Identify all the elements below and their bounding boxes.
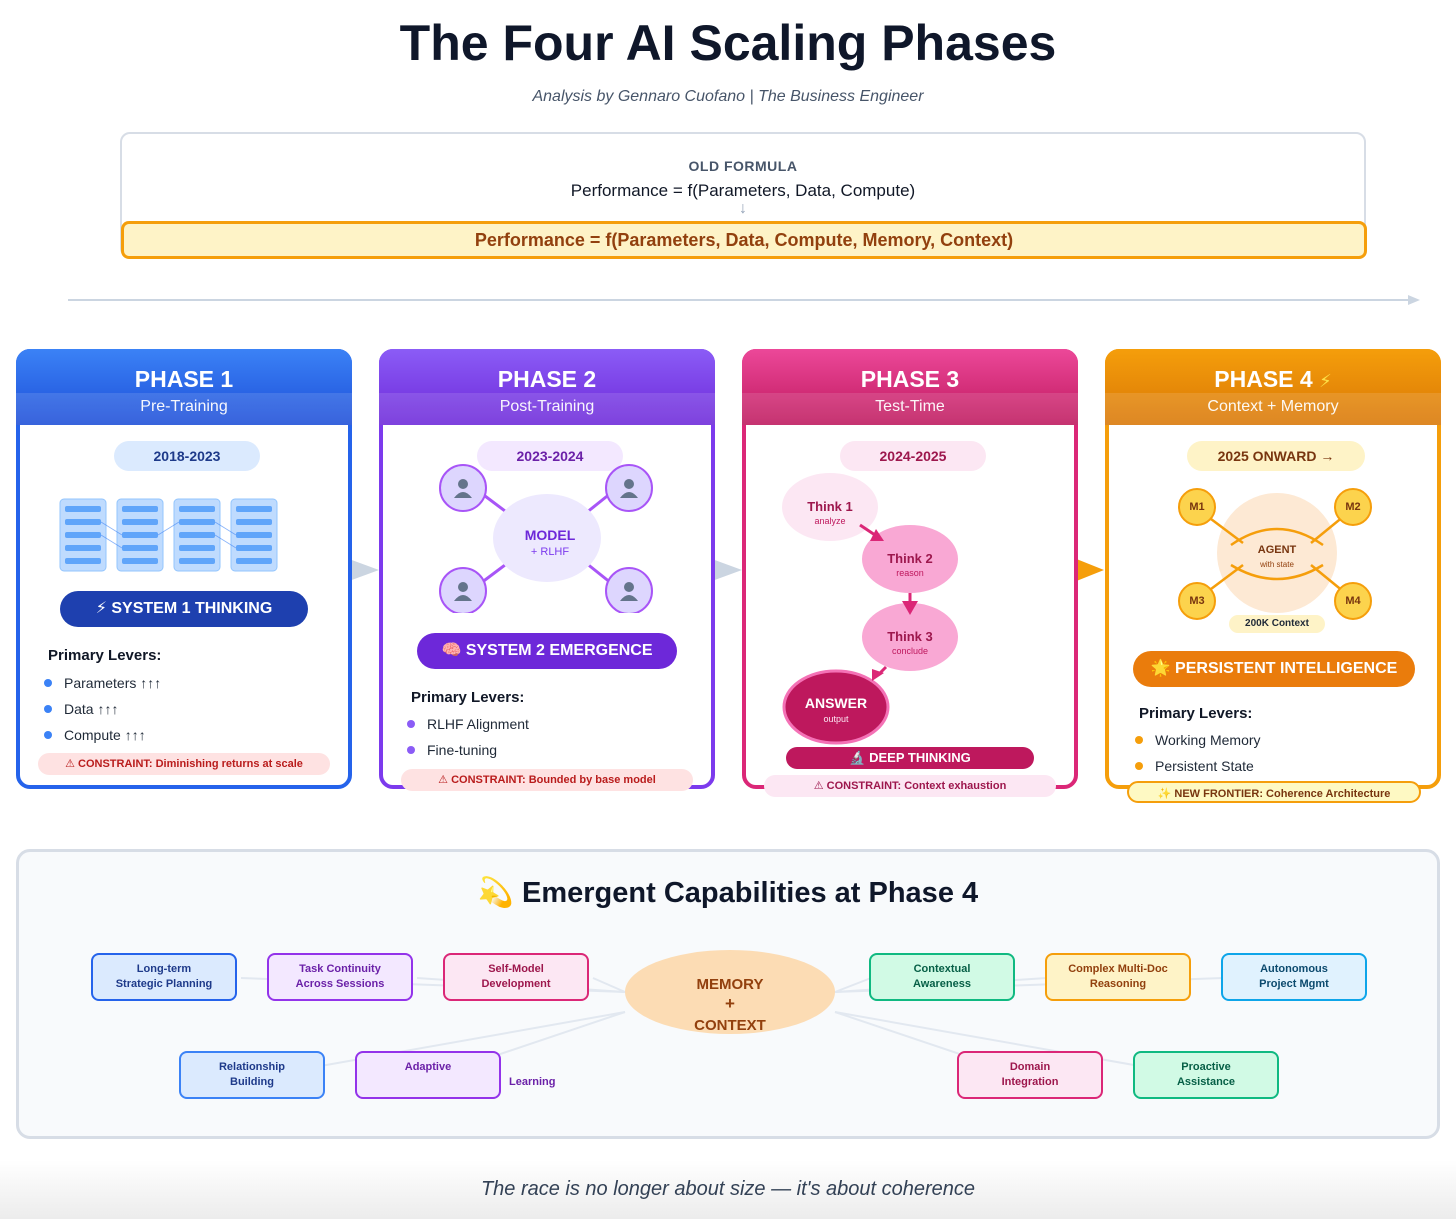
user-icon <box>452 477 474 499</box>
phase-1-card: PHASE 1 Pre-Training 2018-2023 ⚡ SYSTEM … <box>16 349 352 789</box>
connector-arrow-1 <box>349 559 379 581</box>
phase-4-header: PHASE 4 ⚡ Context + Memory <box>1105 349 1441 425</box>
sparkle-icon: 💫 <box>477 877 514 909</box>
new-formula: Performance = f(Parameters, Data, Comput… <box>121 221 1367 259</box>
capability-box: Adaptive <box>355 1051 501 1099</box>
think-step-sub: analyze <box>814 516 846 526</box>
phase-1-era: 2018-2023 <box>114 441 260 471</box>
memory-node: M4 <box>1345 595 1361 607</box>
memory-node: M3 <box>1189 595 1205 607</box>
phase-3-subtitle: Test-Time <box>875 398 945 415</box>
phase-3-constraint: ⚠ CONSTRAINT: Context exhaustion <box>764 775 1056 797</box>
agent-memory-diagram <box>1178 488 1372 620</box>
context-window-badge: 200K Context <box>1229 615 1325 633</box>
capability-box: Complex Multi-Doc Reasoning <box>1045 953 1191 1001</box>
phase-4-card: PHASE 4 ⚡ Context + Memory 2025 ONWARD →… <box>1105 349 1441 803</box>
phase-1-lever: Parameters ↑↑↑ <box>44 675 161 691</box>
capability-overflow-text: Learning <box>509 1076 556 1088</box>
capability-box: Contextual Awareness <box>869 953 1015 1001</box>
capability-box: Long-term Strategic Planning <box>91 953 237 1001</box>
formula-box: OLD FORMULA Performance = f(Parameters, … <box>120 132 1367 259</box>
phase-4-lever: Working Memory <box>1135 732 1261 748</box>
timeline-arrow <box>68 295 1420 305</box>
think-step-label: Think 2 <box>887 551 933 566</box>
phase-4-pill: 🌟 PERSISTENT INTELLIGENCE <box>1133 651 1415 687</box>
reasoning-chain <box>782 473 958 745</box>
memory-context-hub: MEMORY + CONTEXT <box>625 950 835 1034</box>
rlhf-diagram <box>439 464 653 613</box>
phase-4-era: 2025 ONWARD → <box>1187 441 1365 471</box>
capability-box: Autonomous Project Mgmt <box>1221 953 1367 1001</box>
connector-arrow-2 <box>712 559 742 581</box>
phase-2-pill: 🧠 SYSTEM 2 EMERGENCE <box>417 633 677 669</box>
footer-band <box>0 1160 1456 1219</box>
phase-2-era: 2023-2024 <box>477 441 623 471</box>
phase-2-lever: RLHF Alignment <box>407 716 529 732</box>
capability-box: Proactive Assistance <box>1133 1051 1279 1099</box>
answer-sub: output <box>823 714 849 724</box>
model-label: MODEL <box>524 527 576 543</box>
phase-1-header: PHASE 1 Pre-Training <box>16 349 352 425</box>
think-step-label: Think 1 <box>807 499 853 514</box>
hub-line: MEMORY <box>696 976 764 993</box>
capability-box: Self-Model Development <box>443 953 589 1001</box>
phase-2-header: PHASE 2 Post-Training <box>379 349 715 425</box>
phase-1-lever: Data ↑↑↑ <box>44 701 118 717</box>
user-icon <box>618 477 640 499</box>
memory-node: M2 <box>1345 501 1361 513</box>
phase-4-subtitle: Context + Memory <box>1207 398 1339 415</box>
model-sublabel: + RLHF <box>530 546 570 558</box>
capability-box: Task Continuity Across Sessions <box>267 953 413 1001</box>
phase-2-constraint: ⚠ CONSTRAINT: Bounded by base model <box>401 769 693 791</box>
phase-1-subtitle: Pre-Training <box>140 398 228 415</box>
emergent-title: 💫 Emergent Capabilities at Phase 4 <box>477 877 979 909</box>
down-arrow-icon: ↓ <box>739 200 747 217</box>
phase-2-lever: Fine-tuning <box>407 742 497 758</box>
answer-label: ANSWER <box>804 695 868 711</box>
capability-box: Domain Integration <box>957 1051 1103 1099</box>
phase-3-title: PHASE 3 <box>860 366 960 392</box>
old-formula-label: OLD FORMULA <box>688 158 798 174</box>
agent-label: AGENT <box>1257 544 1297 556</box>
think-step-sub: reason <box>896 568 924 578</box>
phase-1-title: PHASE 1 <box>134 366 234 392</box>
neural-layers-graphic <box>59 498 278 572</box>
phase-3-pill: 🔬 DEEP THINKING <box>786 747 1034 769</box>
hub-line: + <box>725 994 735 1013</box>
phase-4-title: PHASE 4 ⚡ <box>1214 366 1332 392</box>
memory-node: M1 <box>1189 501 1205 513</box>
phase-2-levers-title: Primary Levers: <box>411 689 525 706</box>
think-step-sub: conclude <box>891 646 929 656</box>
agent-sublabel: with state <box>1260 560 1294 569</box>
phase-2-subtitle: Post-Training <box>499 398 595 415</box>
user-icon <box>618 580 640 602</box>
phase-1-levers-title: Primary Levers: <box>48 647 162 664</box>
phase-4-lever: Persistent State <box>1135 758 1254 774</box>
old-formula: Performance = f(Parameters, Data, Comput… <box>570 181 916 200</box>
emergent-capabilities-panel: 💫 Emergent Capabilities at Phase 4 MEMOR… <box>16 849 1440 1139</box>
footer-tagline: The race is no longer about size — it's … <box>480 1178 976 1200</box>
lightning-icon: ⚡ <box>1319 371 1332 391</box>
user-icon <box>452 580 474 602</box>
phase-3-era: 2024-2025 <box>840 441 986 471</box>
capability-box: Relationship Building <box>179 1051 325 1099</box>
hub-line: CONTEXT <box>694 1017 766 1034</box>
phase-4-frontier: ✨ NEW FRONTIER: Coherence Architecture <box>1127 781 1421 803</box>
phase-1-constraint: ⚠ CONSTRAINT: Diminishing returns at sca… <box>38 753 330 775</box>
phase-1-lever: Compute ↑↑↑ <box>44 727 146 743</box>
phase-2-title: PHASE 2 <box>497 366 597 392</box>
phase-1-pill: ⚡ SYSTEM 1 THINKING <box>60 591 308 627</box>
phase-3-card: PHASE 3 Test-Time 2024-2025 Think 1 anal… <box>742 349 1078 797</box>
phase-2-card: PHASE 2 Post-Training 2023-2024 MODEL + … <box>379 349 715 791</box>
think-step-label: Think 3 <box>887 629 933 644</box>
phase-4-levers-title: Primary Levers: <box>1139 705 1253 722</box>
subtitle: Analysis by Gennaro Cuofano | The Busine… <box>532 88 924 105</box>
main-title: The Four AI Scaling Phases <box>399 15 1057 71</box>
phase-3-header: PHASE 3 Test-Time <box>742 349 1078 425</box>
